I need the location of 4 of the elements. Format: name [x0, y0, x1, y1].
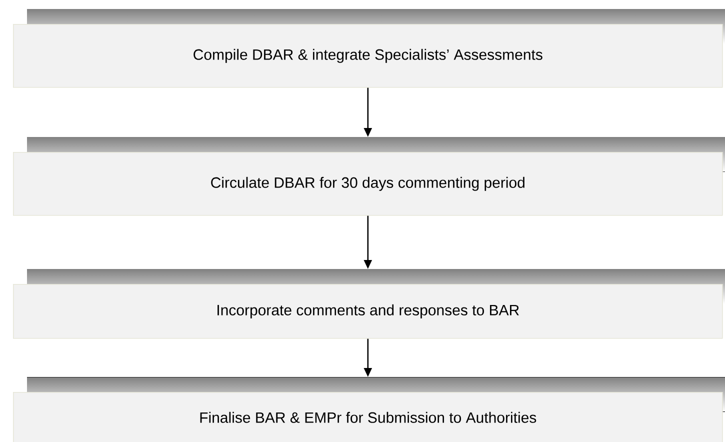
process-box: Incorporate comments and responses to BAR: [13, 269, 725, 339]
process-box: Compile DBAR & integrate Specialists’ Assessments: [13, 9, 725, 88]
process-box: Circulate DBAR for 30 days commenting period: [13, 137, 725, 216]
process-box: Finalise BAR & EMPr for Submission to Authorities: [13, 377, 725, 442]
